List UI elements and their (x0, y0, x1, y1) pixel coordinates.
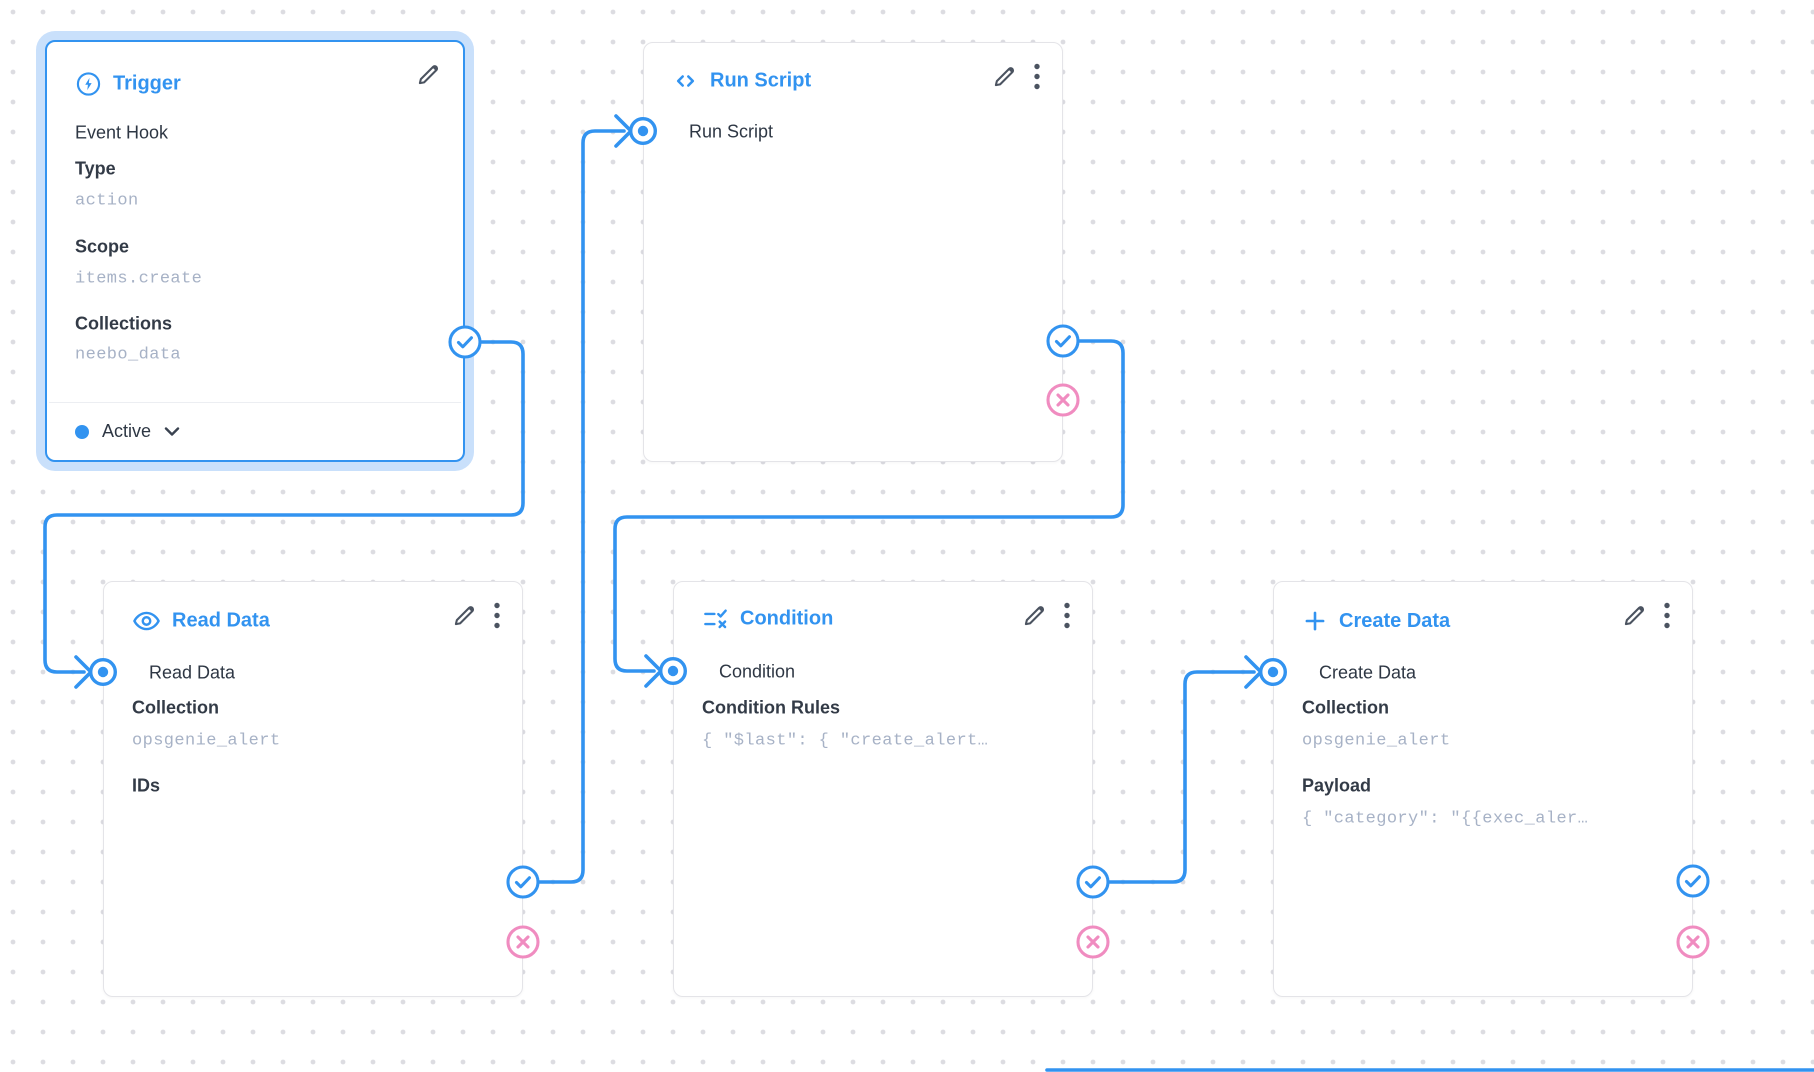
status-label: Active (102, 421, 152, 441)
input-label: Create Data (1319, 662, 1417, 683)
reject-port[interactable] (1076, 925, 1110, 959)
field-value: { "$last": { "create_alert… (702, 731, 989, 751)
field-label: IDs (132, 775, 161, 796)
input-label: Read Data (149, 662, 236, 683)
reject-port[interactable] (1046, 383, 1080, 417)
resolve-port[interactable] (1046, 324, 1080, 358)
node-menu-button[interactable] (1664, 602, 1670, 629)
trigger-type-label: Event Hook (75, 122, 169, 143)
chevron-down-icon (164, 426, 180, 437)
resolve-port[interactable] (506, 865, 540, 899)
field-value: { "category": "{{exec_aler… (1302, 809, 1589, 829)
resolve-port[interactable] (1076, 865, 1110, 899)
edit-button[interactable] (415, 62, 441, 88)
input-port[interactable] (628, 116, 658, 146)
field-value: action (75, 191, 139, 211)
node-read-data[interactable]: Read Data Read Data Collection opsgenie_… (103, 581, 523, 997)
code-icon (672, 68, 699, 95)
input-label: Run Script (689, 121, 774, 142)
status-dot-icon (75, 424, 89, 439)
edit-button[interactable] (451, 603, 477, 629)
pencil-icon (1621, 603, 1647, 629)
connection-run-script-to-condition (613, 339, 1125, 673)
field-label: Scope (75, 236, 130, 257)
pencil-icon (1021, 603, 1047, 629)
node-title: Run Script (710, 69, 812, 92)
kebab-icon (1064, 602, 1070, 629)
connection-condition-to-create-data (1091, 670, 1256, 884)
field-label: Collection (132, 697, 220, 718)
field-value: items.create (75, 269, 203, 289)
rule-icon (702, 606, 729, 633)
field-label: Collection (1302, 697, 1390, 718)
field-value: opsgenie_alert (132, 731, 281, 751)
eye-icon (132, 607, 161, 636)
connection-read-data-to-run-script (521, 129, 626, 884)
node-menu-button[interactable] (1034, 63, 1040, 90)
input-port[interactable] (658, 656, 688, 686)
edit-button[interactable] (1021, 603, 1047, 629)
field-label: Type (75, 158, 116, 179)
field-value: neebo_data (75, 345, 182, 365)
resolve-port[interactable] (1676, 864, 1710, 898)
resolve-port[interactable] (448, 325, 482, 359)
node-menu-button[interactable] (494, 602, 500, 629)
kebab-icon (494, 602, 500, 629)
connection-trigger-to-read-data (43, 340, 525, 674)
node-title: Trigger (113, 72, 181, 95)
bolt-circle-icon (75, 71, 102, 98)
pencil-icon (991, 64, 1017, 90)
reject-port[interactable] (1676, 925, 1710, 959)
field-label: Payload (1302, 775, 1372, 796)
field-label: Collections (75, 313, 173, 334)
kebab-icon (1664, 602, 1670, 629)
node-title: Condition (740, 607, 834, 630)
plus-icon (1302, 608, 1328, 634)
input-port[interactable] (88, 657, 118, 687)
pencil-icon (415, 62, 441, 88)
node-create-data[interactable]: Create Data Create Data Collection opsge… (1273, 581, 1693, 997)
edit-button[interactable] (1621, 603, 1647, 629)
status-dropdown[interactable]: Active (49, 402, 461, 460)
reject-port[interactable] (506, 925, 540, 959)
field-value: opsgenie_alert (1302, 731, 1451, 751)
node-title: Read Data (172, 609, 270, 632)
field-label: Condition Rules (702, 697, 840, 718)
node-title: Create Data (1339, 609, 1451, 632)
kebab-icon (1034, 63, 1040, 90)
node-run-script[interactable]: Run Script Run Script (643, 42, 1063, 462)
input-label: Condition (719, 661, 796, 682)
edit-button[interactable] (991, 64, 1017, 90)
input-port[interactable] (1258, 657, 1288, 687)
node-trigger[interactable]: Trigger Event Hook Type action Scope ite… (45, 40, 465, 462)
node-menu-button[interactable] (1064, 602, 1070, 629)
node-condition[interactable]: Condition Condition Condition Rules { "$… (673, 581, 1093, 997)
pencil-icon (451, 603, 477, 629)
